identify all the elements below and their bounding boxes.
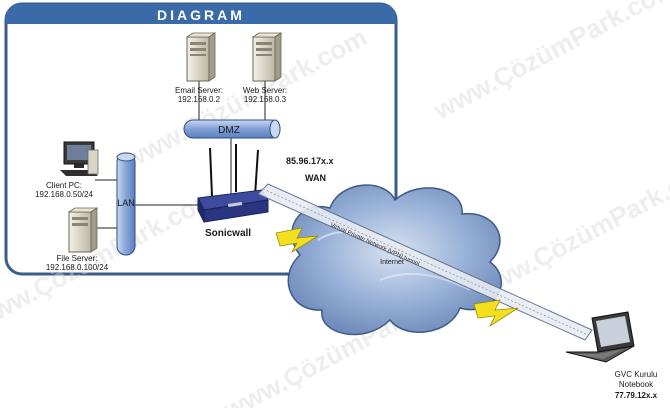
diagram-title: DIAGRAM	[157, 7, 245, 23]
web-server-icon	[251, 32, 283, 82]
client-pc-icon	[60, 141, 99, 176]
file-server-icon	[67, 207, 99, 253]
sonicwall-device-icon	[197, 144, 269, 223]
notebook-ip: 77.79.12x.x	[615, 391, 658, 400]
lan-pipe	[116, 152, 136, 256]
client-pc-label: Client PC:	[46, 181, 82, 190]
wan-ip-label: 85.96.17x.x	[286, 156, 334, 166]
lightning-bolt-icon	[275, 227, 319, 254]
notebook-laptop-icon	[565, 311, 635, 363]
email-server-icon	[185, 32, 217, 82]
connection-lines	[95, 58, 266, 229]
web-server-label: Web Server:	[243, 86, 287, 95]
watermark-text: www.ÇözümPark.com	[428, 0, 670, 126]
web-server-ip: 192.168.0.3	[244, 95, 287, 104]
dmz-label: DMZ	[218, 125, 240, 136]
notebook-label-line2: Notebook	[619, 380, 654, 389]
sonicwall-label: Sonicwall	[205, 228, 251, 239]
email-server-ip: 192.168.0.2	[178, 95, 221, 104]
file-server-label: File Server:	[57, 254, 98, 263]
vpn-tunnel	[257, 183, 593, 341]
internet-label: Internet	[380, 259, 404, 266]
notebook-label-line1: GVC Kurulu	[615, 370, 658, 379]
email-server-label: Email Server:	[175, 86, 223, 95]
client-pc-ip: 192.168.0.50/24	[35, 190, 93, 199]
wan-label: WAN	[305, 173, 326, 183]
lan-label: LAN	[117, 198, 135, 208]
dmz-pipe	[183, 119, 281, 139]
lightning-bolt-icon	[473, 299, 519, 328]
file-server-ip: 192.168.0.100/24	[46, 263, 109, 272]
